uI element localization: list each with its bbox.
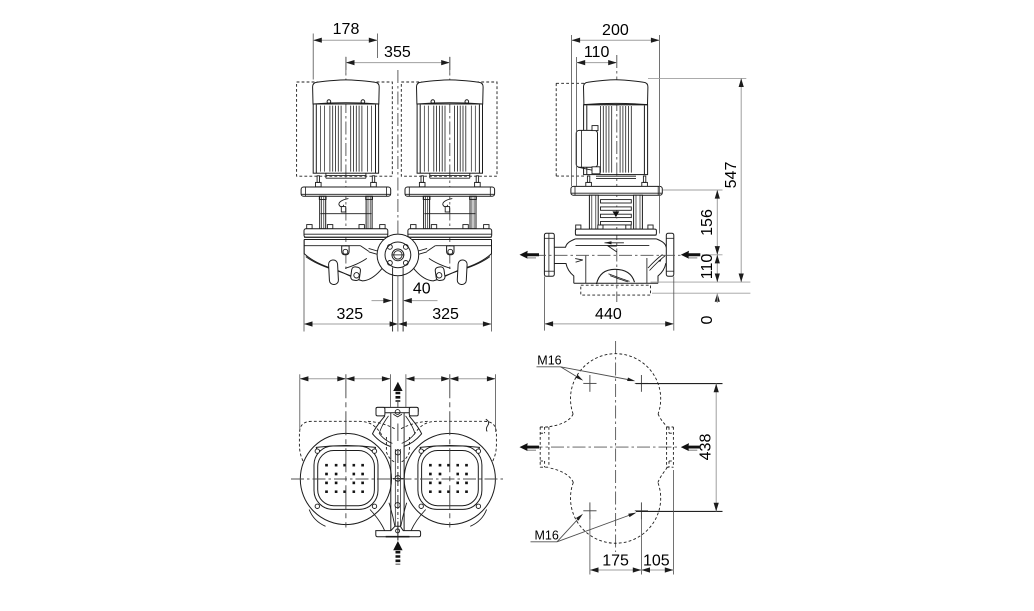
svg-text:355: 355 xyxy=(384,44,411,61)
svg-text:200: 200 xyxy=(602,22,629,39)
svg-text:156: 156 xyxy=(699,209,716,236)
svg-text:M16: M16 xyxy=(537,354,561,368)
svg-text:105: 105 xyxy=(643,552,670,569)
svg-text:110: 110 xyxy=(699,254,716,280)
svg-text:175: 175 xyxy=(602,552,629,569)
svg-text:178: 178 xyxy=(333,21,360,38)
svg-text:547: 547 xyxy=(723,162,740,189)
svg-text:110: 110 xyxy=(584,44,610,61)
svg-text:M16: M16 xyxy=(535,528,559,542)
svg-text:438: 438 xyxy=(698,434,715,461)
svg-text:440: 440 xyxy=(595,306,622,323)
svg-text:325: 325 xyxy=(336,306,363,323)
svg-text:40: 40 xyxy=(413,281,431,298)
svg-text:325: 325 xyxy=(432,306,459,323)
svg-text:0: 0 xyxy=(699,315,716,324)
